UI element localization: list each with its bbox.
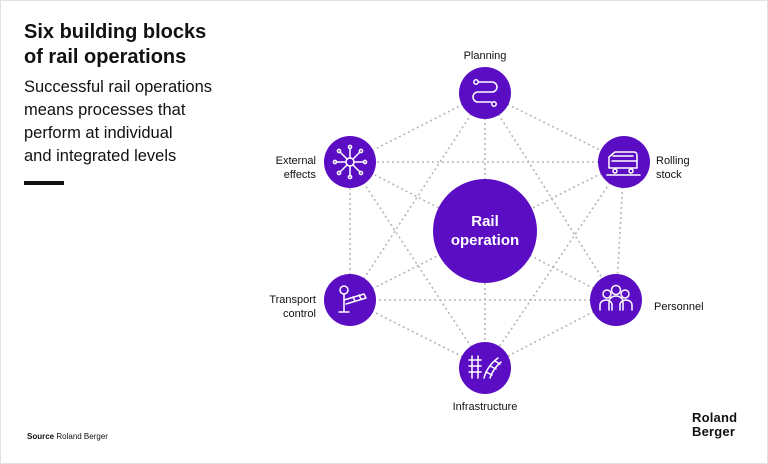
title-line-2: of rail operations [24, 46, 187, 68]
source-text: Roland Berger [56, 432, 108, 441]
planning-label: Planning [464, 50, 507, 62]
source-label: Source [27, 432, 55, 441]
node-planning: Planning [459, 50, 511, 119]
signal-icon [338, 285, 367, 313]
rolling-stock-label-line-2: stock [656, 169, 682, 181]
subtitle-line-3: perform at individual [24, 124, 173, 142]
edge-planning-personnel [484, 92, 617, 301]
title-divider [24, 181, 64, 185]
network-icon [332, 144, 368, 180]
edge-rolling-transport [349, 161, 625, 301]
route-icon [472, 79, 498, 107]
node-infrastructure: Infrastructure [453, 342, 518, 413]
page-subtitle: Successful rail operations means process… [24, 76, 284, 168]
node-transport-control: Transport control [269, 274, 376, 326]
subtitle-line-1: Successful rail operations [24, 78, 213, 96]
planning-circle [459, 67, 511, 119]
source-note: Source Roland Berger [27, 432, 108, 441]
subtitle-line-4: and integrated levels [24, 147, 177, 165]
personnel-circle [590, 274, 642, 326]
transport-control-circle [324, 274, 376, 326]
rolling-stock-label-line-1: Rolling [656, 155, 690, 167]
people-icon [599, 284, 633, 311]
external-effects-label-line-1: External [276, 155, 316, 167]
title-line-1: Six building blocks [24, 21, 207, 43]
node-personnel: Personnel [590, 274, 704, 326]
subtitle-line-2: means processes that [24, 101, 186, 119]
edge-infrastructure-external [349, 161, 486, 369]
page-title: Six building blocks of rail operations [24, 20, 284, 70]
logo-line-1: Roland [692, 410, 738, 425]
center-label-line-1: Rail [471, 213, 499, 230]
roland-berger-logo: Roland Berger [692, 411, 737, 439]
node-external-effects: External effects [276, 136, 376, 188]
infrastructure-circle [459, 342, 511, 394]
transport-control-label-line-1: Transport [269, 294, 316, 306]
personnel-label: Personnel [654, 301, 704, 313]
external-effects-circle [324, 136, 376, 188]
node-rolling-stock: Rolling stock [598, 136, 690, 188]
center-label-line-2: operation [451, 232, 519, 249]
logo-line-2: Berger [692, 424, 736, 439]
external-effects-label-line-2: effects [284, 169, 317, 181]
edge-planning-transport [349, 92, 486, 301]
track-icon [468, 355, 502, 379]
infrastructure-label: Infrastructure [453, 401, 518, 413]
edge-rolling-infrastructure [484, 161, 625, 369]
train-icon [606, 151, 641, 176]
center-node: Rail operation [433, 179, 537, 283]
transport-control-label-line-2: control [283, 308, 316, 320]
center-circle [433, 179, 537, 283]
rolling-stock-circle [598, 136, 650, 188]
